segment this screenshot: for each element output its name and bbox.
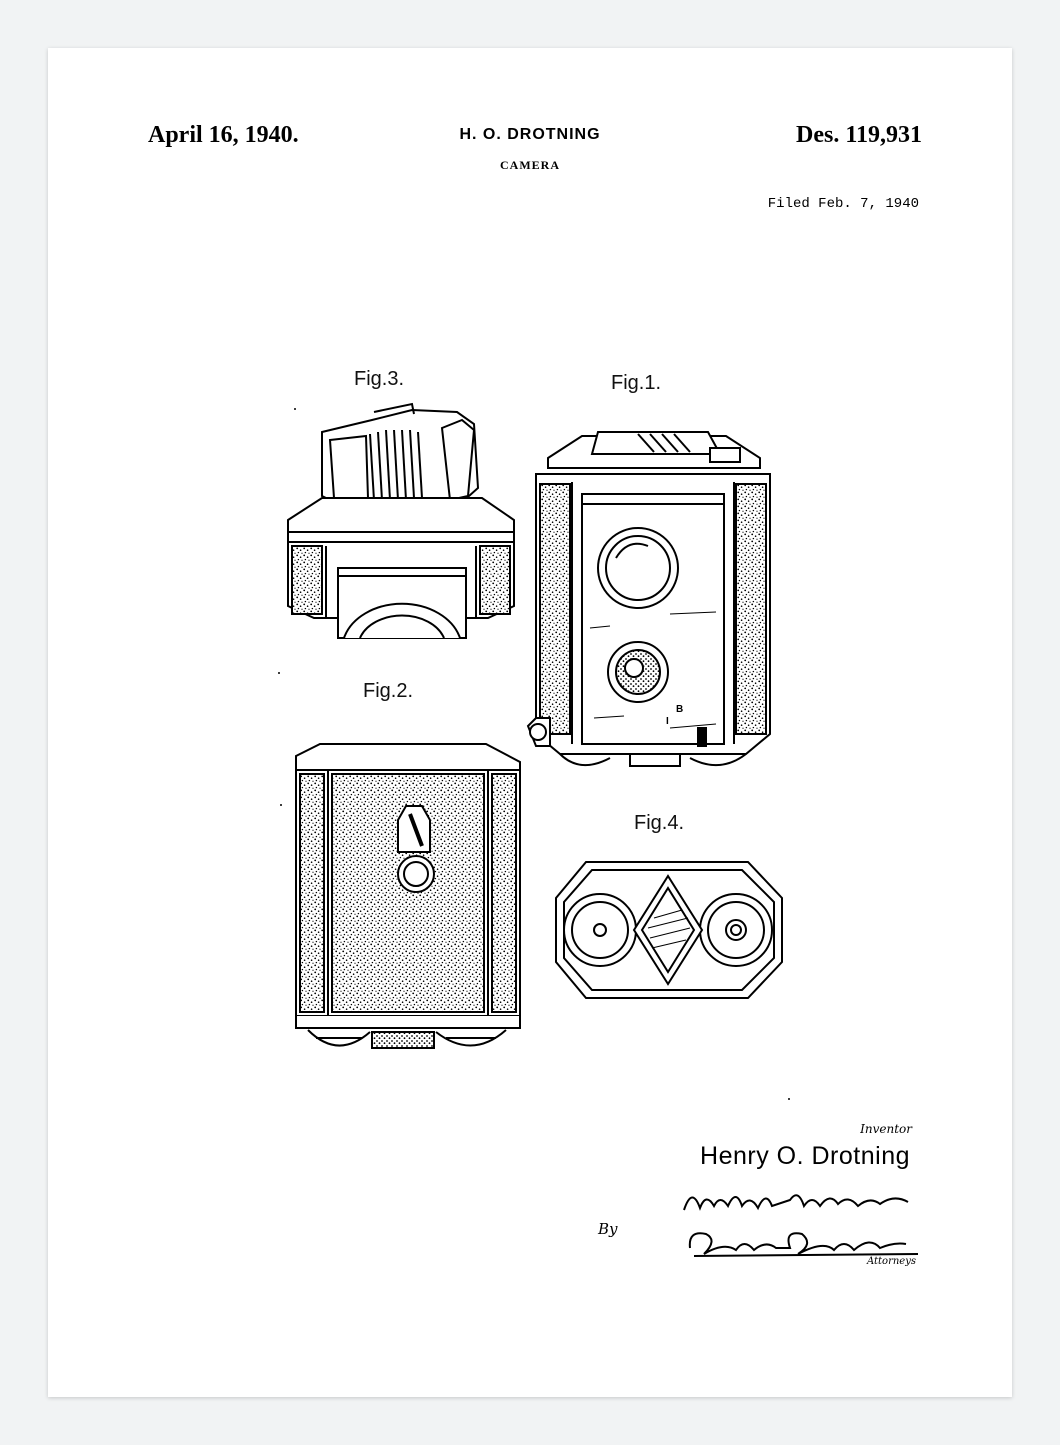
design-number: Des. 119,931	[796, 122, 922, 148]
ink-dot	[280, 804, 282, 806]
fig-1-mark-b: B	[676, 704, 684, 715]
fig-4-camera-bottom-drawing	[555, 861, 783, 999]
patent-date: April 16, 1940.	[148, 122, 299, 148]
fig-2-label: Fig.2.	[363, 680, 414, 702]
attorneys-label: Attorneys	[866, 1256, 916, 1267]
by-label: By	[598, 1220, 618, 1238]
patent-title: CAMERA	[500, 158, 560, 172]
inventor-name: Henry O. Drotning	[700, 1142, 910, 1170]
ink-dot	[294, 408, 296, 410]
fig-1-label: Fig.1.	[611, 372, 662, 394]
ink-dot	[278, 672, 280, 674]
attorney-signature-1	[683, 1194, 909, 1211]
fig-1-camera-front-drawing	[526, 431, 771, 767]
inventor-label: Inventor	[860, 1122, 912, 1136]
fig-4-label: Fig.4.	[634, 812, 685, 834]
attorney-signature-2	[688, 1232, 919, 1257]
fig-1-mark-i: I	[666, 716, 669, 727]
fig-3-label: Fig.3.	[354, 368, 405, 390]
filed-date: Filed Feb. 7, 1940	[767, 196, 919, 212]
fig-3-camera-top-drawing	[287, 402, 515, 639]
inventor-header: H. O. DROTNING	[459, 126, 601, 143]
patent-sheet: April 16, 1940. H. O. DROTNING CAMERA De…	[48, 48, 1012, 1397]
fig-2-camera-rear-drawing	[295, 743, 521, 1049]
ink-dot	[788, 1098, 790, 1100]
